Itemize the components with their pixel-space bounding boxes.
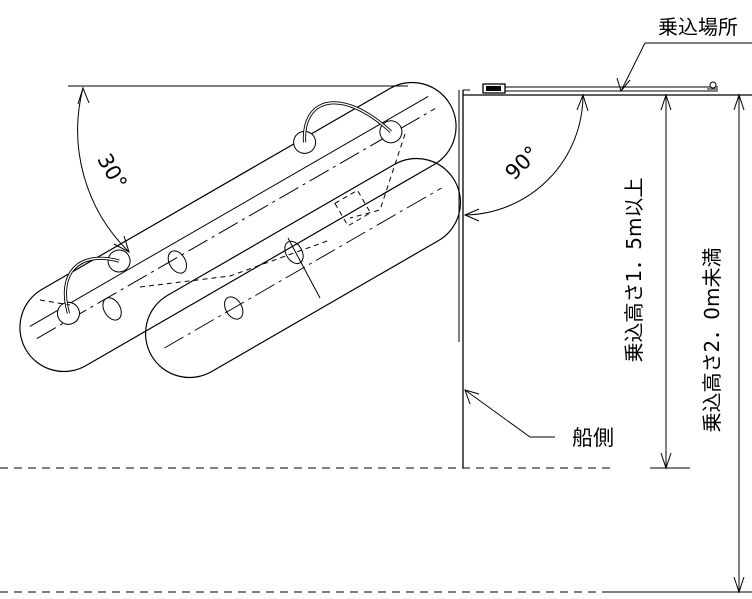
upper-hose-right-inner — [303, 102, 392, 143]
angle-30-dimension: 30° — [68, 85, 408, 254]
boarding-place-leader — [620, 42, 646, 92]
boarding-gear — [482, 81, 718, 94]
upper-hose-left-inner — [64, 257, 120, 314]
angle-90-arrow-left — [463, 208, 480, 222]
hidden-connection-1 — [139, 239, 331, 288]
angle-30-arc — [77, 87, 130, 253]
ship-hull — [458, 89, 752, 468]
upper-capsule-centerline — [36, 108, 436, 339]
hidden-connections — [39, 133, 406, 306]
ship-side-label: 船側 — [572, 426, 614, 450]
height-2-0-arrow-bottom — [733, 576, 745, 594]
height-2-0-arrow-top — [733, 93, 745, 111]
lower-capsule-centerline — [164, 187, 442, 349]
height-max-label: 乗込高さ2．0m未満 — [700, 248, 724, 433]
upper-ring-1 — [102, 297, 122, 321]
boarding-place-label: 乗込場所 — [658, 15, 738, 39]
angle-90-label: 90° — [500, 141, 543, 184]
platform-box-inner — [486, 86, 501, 91]
ship-side-arrowhead — [464, 389, 480, 405]
angle-90-dimension: 90° — [463, 93, 589, 222]
height-min-label: 乗込高さ1．5m以上 — [622, 178, 646, 363]
capsule-tick — [287, 237, 321, 299]
lower-hidden-box — [334, 189, 372, 227]
height-dimension-1-5: 乗込高さ1．5m以上 — [622, 93, 690, 470]
lower-capsule — [144, 157, 462, 379]
upper-capsule-inner-top — [29, 95, 429, 327]
ship-side-callout: 船側 — [464, 389, 614, 450]
upper-capsule — [19, 81, 457, 373]
upper-fitting-left — [56, 301, 80, 325]
boarding-place-arrowhead — [616, 77, 631, 93]
angle-90-arrow-top — [576, 93, 589, 112]
upper-ring-2 — [167, 250, 188, 274]
waterlines — [0, 467, 752, 593]
boarding-place-callout: 乗込場所 — [616, 15, 752, 93]
angle-90-arc — [464, 94, 584, 216]
ship-side-leader — [464, 389, 555, 438]
lower-ring-1 — [224, 296, 244, 320]
hidden-connection-2 — [349, 133, 406, 219]
angle-30-label: 30° — [92, 149, 131, 193]
lower-capsule-body — [144, 157, 462, 379]
angle-30-arrow-top — [77, 86, 90, 105]
lower-ring-2 — [284, 240, 304, 265]
platform-end-pin — [709, 81, 717, 89]
upper-capsule-body — [19, 81, 457, 373]
capsule-tick-line — [287, 237, 321, 299]
height-1-5-arrow-top — [660, 93, 672, 111]
height-dimension-2-0: 乗込高さ2．0m未満 — [700, 93, 745, 594]
